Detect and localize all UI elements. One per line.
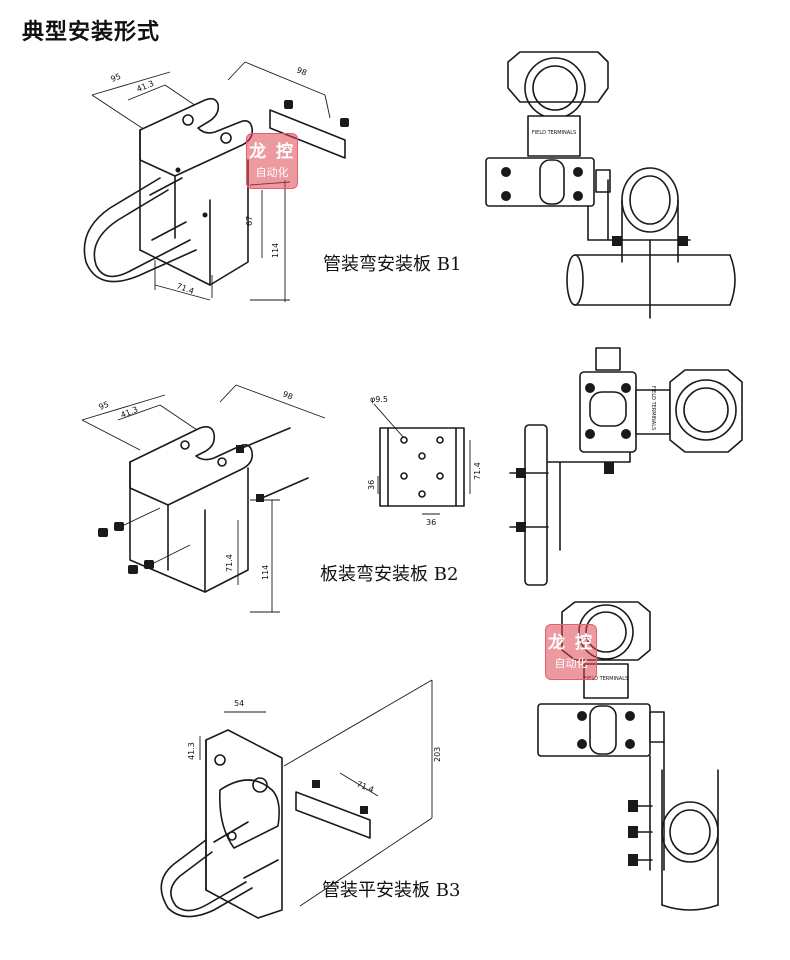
b2-dim-hole: φ9.5	[370, 395, 388, 404]
b3-bracket-drawing	[160, 679, 433, 919]
b2-caption: 板装弯安装板 B2	[320, 564, 458, 585]
b2-transmitter-drawing: FIELD TERMINALS	[509, 347, 743, 586]
b1-dim-98: 98	[295, 66, 308, 78]
watermark-line2: 自动化	[255, 166, 289, 179]
b3-terminal-label: FIELD TERMINALS	[584, 676, 628, 682]
b1-dim-95: 95	[109, 72, 122, 84]
b1-transmitter-drawing: FIELD TERMINALS	[485, 51, 736, 319]
b2-bracket-drawing	[81, 384, 326, 613]
b3-dim-54: 54	[234, 699, 244, 708]
watermark-line2: 自动化	[554, 657, 588, 670]
b2-dim-41-3: 41.3	[119, 405, 139, 420]
b2-plate-detail	[373, 403, 471, 515]
page-title: 典型安装形式	[22, 20, 161, 45]
b2-dim-95: 95	[97, 400, 110, 412]
watermark-line1: 龙 控	[548, 633, 594, 653]
b1-bracket-drawing	[83, 61, 349, 302]
b2-dim-71-4: 71.4	[225, 554, 234, 572]
b1-dim-114: 114	[271, 243, 280, 258]
b2-dim-114: 114	[261, 565, 270, 580]
b3-dim-71-4: 71.4	[355, 780, 375, 795]
watermark-line1: 龙 控	[249, 142, 295, 162]
b2-dim-71-4-plate: 71.4	[473, 462, 482, 480]
watermark-badge-top: 龙 控 自动化	[246, 133, 298, 189]
b3-caption: 管装平安装板 B3	[322, 880, 460, 901]
b1-caption: 管装弯安装板 B1	[323, 254, 461, 275]
watermark-badge-bottom: 龙 控 自动化	[545, 624, 597, 680]
b2-terminal-label: FIELD TERMINALS	[650, 386, 656, 430]
b2-dim-36-horiz: 36	[426, 518, 436, 527]
b1-terminal-label: FIELD TERMINALS	[532, 130, 576, 136]
b3-dim-203: 203	[433, 747, 442, 762]
b3-dim-41-3: 41.3	[187, 742, 196, 760]
b1-dim-71-4: 71.4	[175, 281, 195, 296]
b1-dim-67: 67	[245, 216, 254, 226]
b2-dim-98: 98	[281, 390, 294, 402]
b2-dim-36-vert: 36	[367, 480, 376, 490]
